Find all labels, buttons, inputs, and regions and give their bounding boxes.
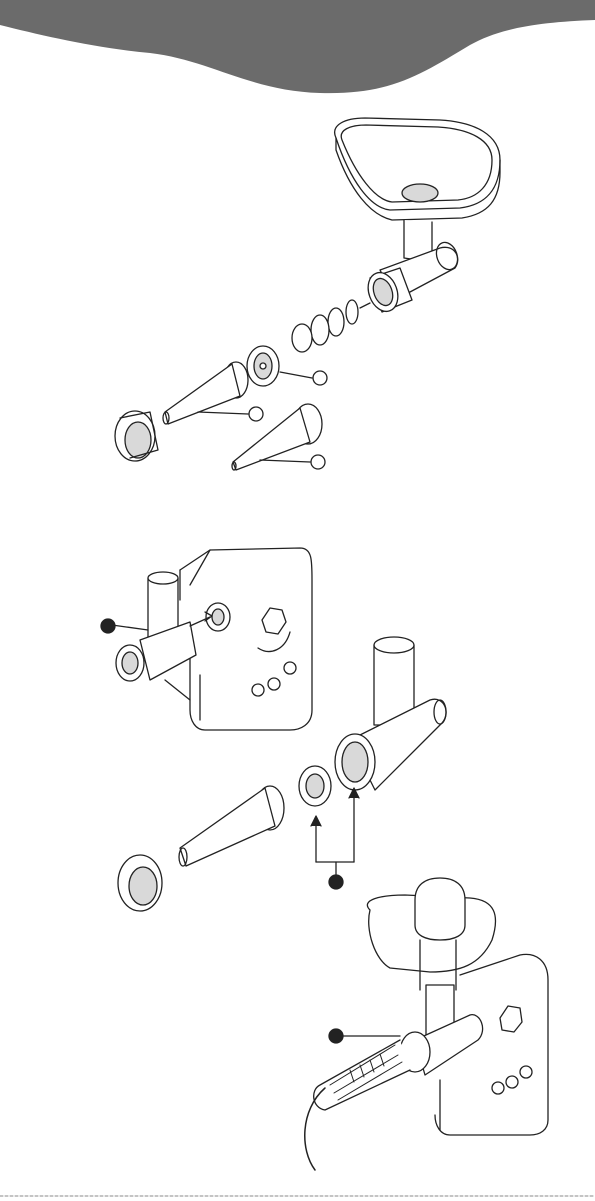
figure-head-install (101, 548, 312, 730)
sausage-tube-assembly (179, 786, 284, 866)
sausage-casing (314, 1040, 410, 1110)
cutting-disc-2 (299, 766, 331, 806)
feed-screw (292, 300, 370, 352)
ring-nut-2 (118, 855, 162, 911)
callout-casing (329, 1029, 343, 1043)
callout-disc (313, 371, 327, 385)
callout-small-tube (311, 455, 325, 469)
pusher (415, 878, 465, 940)
ring-nut (115, 411, 158, 461)
cutting-disc (247, 346, 279, 386)
figure-exploded-attachment (115, 118, 500, 470)
header-wave-banner (0, 0, 595, 93)
figure-sausage-making (305, 878, 548, 1170)
callout-parts (329, 875, 343, 889)
callout-large-tube (249, 407, 263, 421)
callout-head (101, 619, 115, 633)
sausage-tube-large (163, 362, 248, 424)
